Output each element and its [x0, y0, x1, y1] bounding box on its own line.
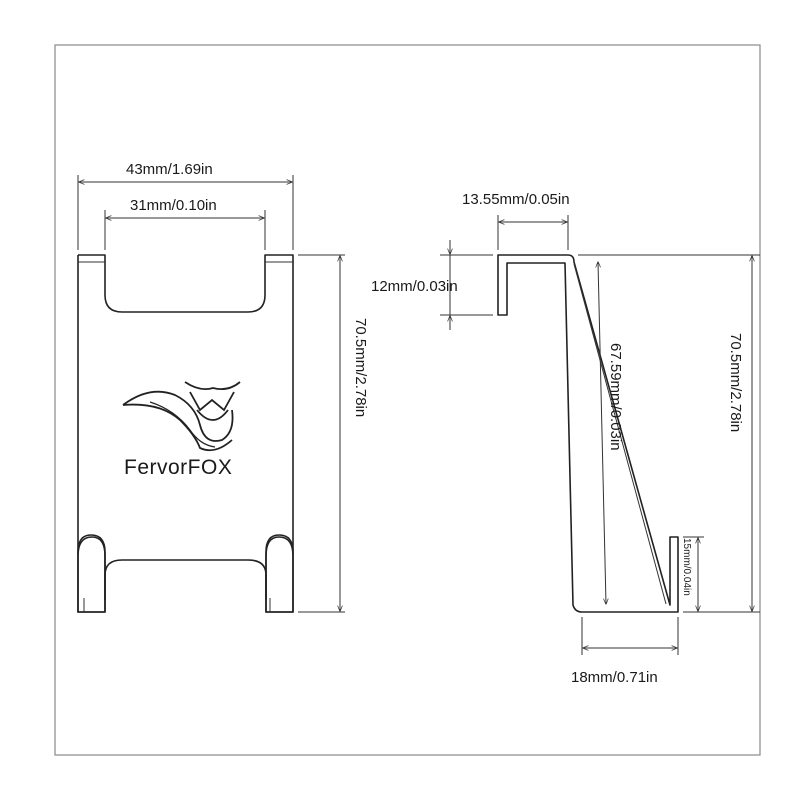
side-view: 13.55mm/0.05in 12mm/0.03in 67.59mm/0.03i…	[371, 191, 760, 686]
dim-inner-height-label: 67.59mm/0.03in	[607, 343, 624, 451]
dim-top-lip-label: 12mm/0.03in	[371, 278, 458, 295]
dim-bottom-lip-label: 15mm/0.04in	[681, 538, 692, 596]
front-view-outline	[78, 254, 294, 613]
dim-side-height-label: 70.5mm/2.78in	[727, 333, 744, 432]
brand-logo-text: FervorFOX	[124, 456, 232, 479]
dim-outer-width-label: 43mm/1.69in	[126, 161, 213, 178]
dim-inner-height-line	[598, 262, 606, 604]
dim-front-height-label: 70.5mm/2.78in	[352, 318, 369, 417]
dim-inner-width-label: 31mm/0.10in	[130, 197, 217, 214]
dim-top-width-label: 13.55mm/0.05in	[462, 191, 570, 208]
front-view-right-foot	[265, 534, 294, 613]
dim-bottom-width-label: 18mm/0.71in	[571, 669, 658, 686]
side-view-outline	[497, 254, 679, 613]
front-view-left-edge	[77, 255, 106, 613]
front-view-bottom-cutout	[104, 559, 267, 600]
drawing-frame	[54, 44, 761, 756]
fox-logo-icon	[122, 381, 241, 452]
front-view: FervorFOX 43mm/1.69in 31mm/0.10in 70.5mm…	[77, 161, 369, 613]
front-view-left-foot	[77, 534, 106, 613]
